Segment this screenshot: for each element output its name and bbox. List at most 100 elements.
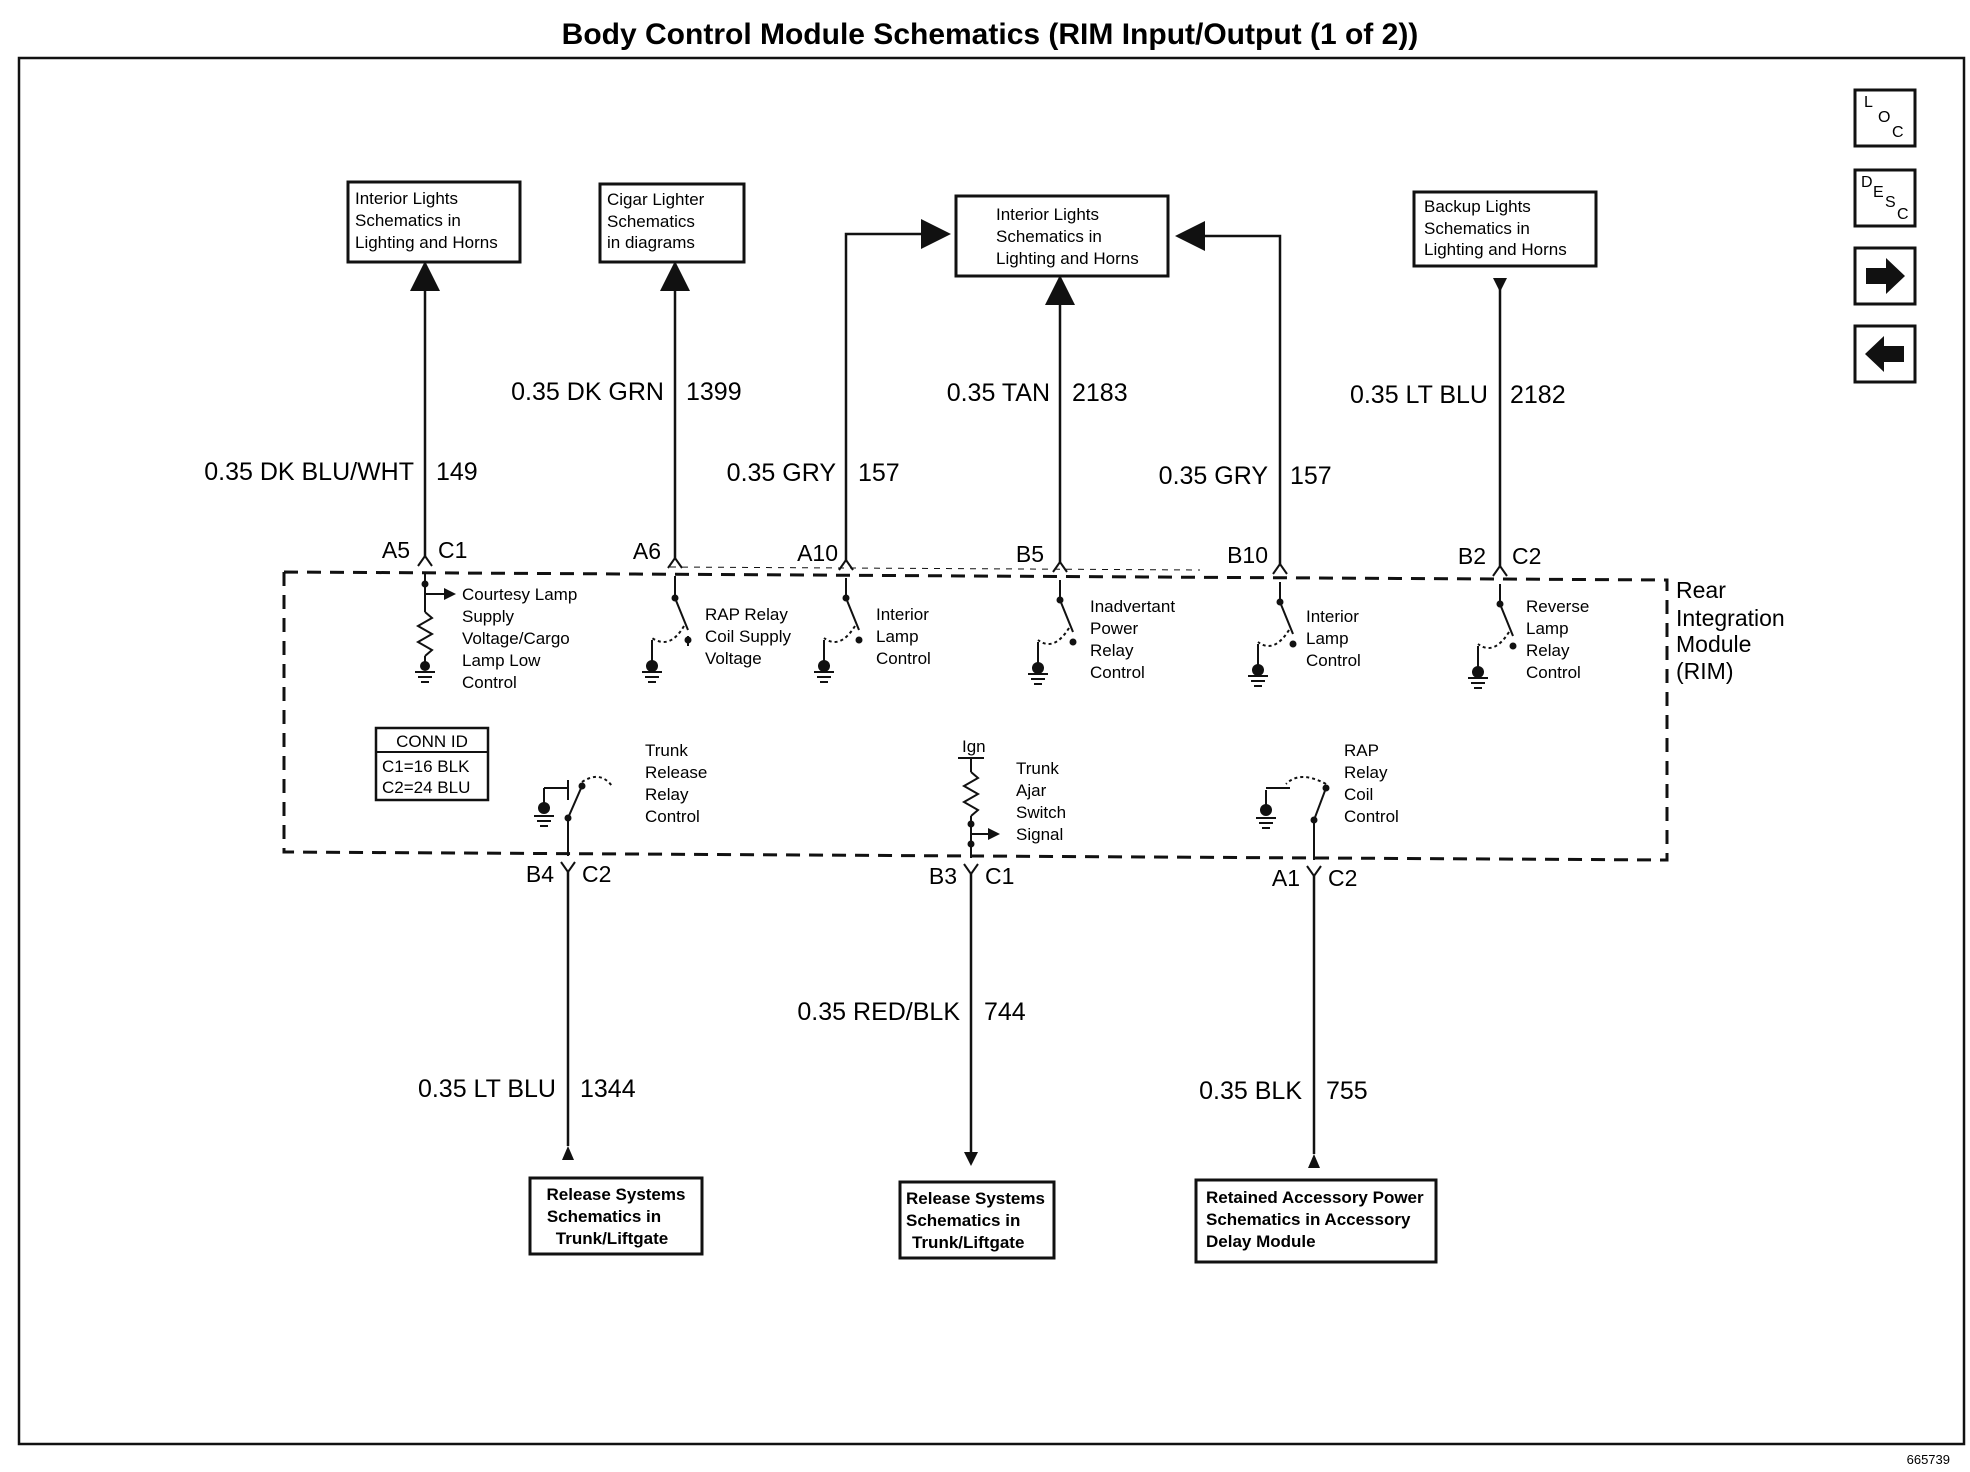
svg-text:Lighting and Horns: Lighting and Horns [996,249,1139,268]
svg-text:157: 157 [1290,462,1332,490]
wire-755-arrow [1308,1154,1320,1168]
ground-icon [1252,664,1264,676]
conn-id-line: C1=16 BLK [382,757,470,776]
svg-text:C1: C1 [985,863,1014,889]
svg-text:(RIM): (RIM) [1676,658,1733,684]
svg-text:Interior Lights: Interior Lights [996,205,1099,224]
desc-letter-e: E [1873,184,1884,201]
svg-text:Control: Control [876,649,931,668]
svg-text:Coil: Coil [1344,785,1373,804]
svg-text:Control: Control [462,673,517,692]
svg-text:C2: C2 [1512,543,1541,569]
svg-text:Integration: Integration [1676,605,1785,631]
svg-text:Schematics in: Schematics in [1424,219,1530,238]
svg-text:Trunk: Trunk [1016,759,1059,778]
dest-box-interior-lights-2[interactable]: Interior Lights Schematics in Lighting a… [954,194,1170,278]
svg-text:Lamp: Lamp [1526,619,1569,638]
svg-text:Trunk: Trunk [645,741,688,760]
right-arrow-icon [1866,258,1905,294]
next-page-button[interactable] [1853,246,1917,306]
desc-button[interactable]: D E S C [1853,168,1917,228]
switch-contact [842,594,850,602]
pin-label: A1 C2 [1272,865,1358,891]
svg-text:Retained Accessory Power: Retained Accessory Power [1206,1188,1424,1207]
output-arrow-icon [444,588,456,600]
svg-text:Lamp Low: Lamp Low [462,651,541,670]
junction-dot [421,580,429,588]
svg-text:Backup Lights: Backup Lights [1424,197,1531,216]
svg-text:Rear: Rear [1676,577,1726,603]
dest-box-cigar-lighter[interactable]: Cigar Lighter Schematics in diagrams [598,182,746,264]
switch-contact [671,594,679,602]
loc-button[interactable]: L O C [1853,88,1917,148]
svg-text:Module: Module [1676,631,1751,657]
conn-id-header: CONN ID [396,732,468,751]
svg-text:B2: B2 [1458,543,1486,569]
svg-text:755: 755 [1326,1077,1368,1105]
svg-text:Ajar: Ajar [1016,781,1047,800]
junction-dot [967,820,975,828]
wire-label: 0.35 RED/BLK 744 [797,998,1025,1026]
svg-text:Supply: Supply [462,607,514,626]
pin-label: A10 [797,540,838,566]
page-frame [17,56,1966,1446]
svg-text:Coil Supply: Coil Supply [705,627,791,646]
svg-text:Voltage: Voltage [705,649,762,668]
svg-text:Schematics in: Schematics in [996,227,1102,246]
wire-label: 0.35 GRY 157 [1159,462,1332,490]
svg-text:B4: B4 [526,861,554,887]
dest-box-release-systems-2[interactable]: Release Systems Schematics in Trunk/Lift… [898,1180,1056,1260]
svg-text:Power: Power [1090,619,1139,638]
pin-label: B5 [1016,541,1044,567]
wire-label: 0.35 DK BLU/WHT 149 [204,458,478,486]
svg-text:0.35 DK GRN: 0.35 DK GRN [511,378,664,406]
dest-box-backup-lights[interactable]: Backup Lights Schematics in Lighting and… [1412,190,1598,268]
conn-id-line: C2=24 BLU [382,778,470,797]
svg-text:Schematics: Schematics [607,212,695,231]
svg-text:RAP Relay: RAP Relay [705,605,788,624]
svg-text:Delay Module: Delay Module [1206,1232,1316,1251]
connector-glyphs-top [417,554,1508,577]
svg-text:0.35 LT BLU: 0.35 LT BLU [1350,381,1488,409]
pin-label: B10 [1227,542,1268,568]
svg-text:Interior: Interior [1306,607,1359,626]
rap-relay-coil-switch [1256,776,1327,860]
dest-box-interior-lights-1[interactable]: Interior Lights Schematics in Lighting a… [346,180,522,264]
svg-text:B3: B3 [929,863,957,889]
svg-text:B10: B10 [1227,542,1268,568]
internal-label-courtesy-lamp: Courtesy Lamp Supply Voltage/Cargo Lamp … [462,585,577,692]
desc-letter-c: C [1897,206,1909,223]
switch-contact [578,782,586,790]
svg-text:Cigar Lighter: Cigar Lighter [607,190,705,209]
ground-icon [1472,666,1484,678]
ign-label: Ign [962,737,986,756]
svg-text:149: 149 [436,458,478,486]
svg-text:Interior: Interior [876,605,929,624]
wire-label: 0.35 TAN 2183 [947,379,1128,407]
svg-text:2182: 2182 [1510,381,1566,409]
svg-text:in diagrams: in diagrams [607,233,695,252]
dest-box-retained-accessory-power[interactable]: Retained Accessory Power Schematics in A… [1194,1178,1438,1264]
junction-dot [967,840,975,848]
pin-label: A5 C1 [382,537,468,563]
svg-text:C2: C2 [1328,865,1357,891]
svg-text:Schematics in: Schematics in [906,1211,1020,1230]
internal-label-rap-relay-coil-supply: RAP Relay Coil Supply Voltage [705,605,791,668]
wire-label: 0.35 LT BLU 1344 [418,1075,636,1103]
svg-text:1399: 1399 [686,378,742,406]
svg-text:Schematics in Accessory: Schematics in Accessory [1206,1210,1411,1229]
prev-page-button[interactable] [1853,324,1917,384]
svg-text:Control: Control [1526,663,1581,682]
svg-text:Trunk/Liftgate: Trunk/Liftgate [912,1233,1024,1252]
svg-text:Inadvertant: Inadvertant [1090,597,1175,616]
svg-text:Relay: Relay [1090,641,1134,660]
wire-157-a [844,219,951,562]
svg-text:Interior Lights: Interior Lights [355,189,458,208]
svg-text:Lighting and Horns: Lighting and Horns [355,233,498,252]
dest-box-release-systems-1[interactable]: Release Systems Schematics in Trunk/Lift… [528,1176,704,1256]
ground-icon [538,802,550,814]
page-title: Body Control Module Schematics (RIM Inpu… [562,18,1419,51]
svg-text:Control: Control [1090,663,1145,682]
svg-text:2183: 2183 [1072,379,1128,407]
